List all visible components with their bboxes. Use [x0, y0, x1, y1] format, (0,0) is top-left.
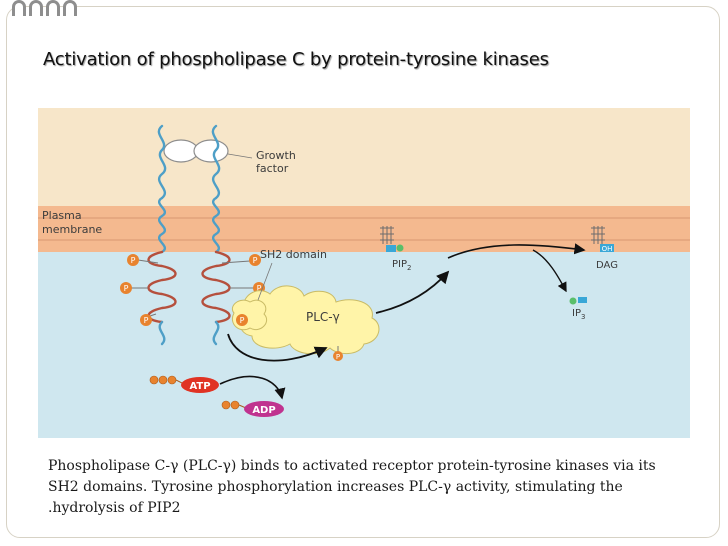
dag-label: DAG: [596, 260, 618, 271]
plc-activation-diagram: Plasma membrane Growth factor P P P: [38, 108, 690, 438]
caption-line: SH2 domains. Tyrosine phosphorylation in…: [48, 479, 623, 495]
pip2-headgroup: [386, 244, 404, 252]
sh2-domain-label: SH2 domain: [260, 248, 327, 261]
hydrolysis-arrow: [447, 243, 586, 259]
plasma-membrane-label-line2: membrane: [42, 223, 102, 236]
ip3-release-arrow: [532, 249, 567, 293]
phosphate-label: P: [144, 316, 149, 325]
extracellular-space: [38, 108, 690, 206]
adp-molecule: [244, 401, 284, 417]
pip2-lipid: [380, 226, 394, 244]
phosphate-group: P: [236, 314, 248, 326]
atp-molecule: [181, 377, 219, 393]
phosphate-group: P: [127, 254, 159, 266]
oh-box: [600, 244, 614, 252]
phosphate-group: P: [221, 254, 261, 266]
slide-title: Activation of phospholipase C by protein…: [43, 49, 549, 70]
binder-ring: [12, 0, 26, 16]
ip3-molecule: [569, 297, 587, 305]
plc-gamma-label: PLC-γ: [306, 310, 340, 324]
phosphate-label: P: [336, 353, 340, 361]
plasma-membrane: [38, 206, 690, 252]
growth-factor-label-line2: factor: [256, 162, 289, 175]
plc-activation-arrow: [375, 270, 450, 314]
slide-border: [6, 6, 720, 538]
pip2-label: PIP2: [392, 259, 411, 272]
phosphate-label: P: [131, 256, 136, 265]
slide-caption: Phospholipase C-γ (PLC-γ) binds to activ…: [48, 456, 688, 519]
atp-to-adp-arrow: [219, 375, 286, 400]
receptor-right: [201, 124, 231, 346]
growth-factor: [163, 139, 253, 163]
atp-phosphates: [149, 375, 177, 385]
receptor-left: [147, 124, 177, 346]
growth-factor-label-line1: Growth: [256, 149, 296, 162]
phosphate-label: P: [253, 256, 258, 265]
phosphate-group: P: [333, 346, 343, 361]
phosphate-label: P: [124, 284, 129, 293]
phosphate-group: P: [140, 313, 157, 326]
binder-ring: [29, 0, 43, 16]
caption-line: Phospholipase C-γ (PLC-γ) binds to activ…: [48, 458, 656, 474]
plc-phosphorylation-arrow: [227, 333, 328, 362]
adp-label: ADP: [252, 405, 275, 416]
phosphate-label: P: [257, 284, 262, 293]
ip3-label: IP3: [572, 308, 585, 321]
adp-phosphates: [221, 400, 240, 410]
atp-label: ATP: [189, 381, 210, 392]
dag-lipid: [591, 226, 605, 244]
phosphate-group: P: [120, 282, 148, 294]
plasma-membrane-label-line1: Plasma: [42, 209, 82, 222]
oh-label: OH: [602, 245, 613, 253]
caption-line: .hydrolysis of PIP2: [48, 500, 181, 516]
phosphate-label: P: [240, 316, 245, 325]
binder-ring: [46, 0, 60, 16]
binder-ring: [63, 0, 77, 16]
